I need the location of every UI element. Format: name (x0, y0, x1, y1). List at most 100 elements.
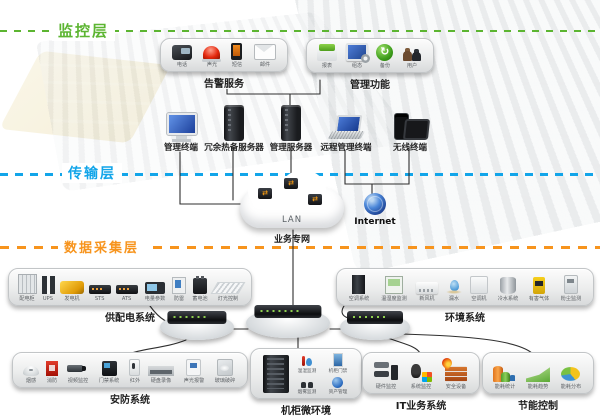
energy-control-group: 能耗统计能耗趋势能耗分布 节能控制 (482, 352, 594, 412)
collection-layer-line (0, 246, 600, 249)
switch-icon (308, 194, 322, 205)
item-label: UPS (43, 295, 54, 302)
item-label: 能耗统计 (495, 383, 516, 390)
device-item: 冷水系统 (496, 277, 520, 302)
item-label: 管理服务器 (269, 142, 313, 153)
cabinet-body: 温湿监测机柜门禁烟雾监测资产管理 (263, 353, 348, 395)
security-system-group: 烟感消防视频监控门禁系统红外硬盘录像声光报警玻璃破碎 安防系统 (12, 352, 248, 406)
item-label: 发电机 (64, 295, 80, 302)
item-label: 组态 (351, 62, 362, 69)
item-label: 冷水系统 (497, 295, 518, 302)
device-item: 报表 (317, 44, 338, 69)
item-label: 机柜门禁 (328, 368, 347, 374)
management-terminal-device: 管理终端 (150, 110, 212, 152)
data-collector (340, 311, 410, 340)
device-item: 电量参数 (143, 282, 167, 302)
cabinet-mini-grid: 温湿监测机柜门禁烟雾监测资产管理 (296, 353, 348, 395)
ups-icon (41, 276, 55, 294)
device-item: 视频监控 (66, 362, 90, 384)
item-label: 备份 (379, 62, 390, 69)
management-function-platform: 报表组态备份用户 (306, 38, 434, 73)
ac-unit-icon (469, 276, 488, 294)
item-label: 短信 (231, 61, 242, 68)
internet-globe-icon (364, 193, 386, 215)
item-label: 有害气体 (529, 295, 550, 302)
users-icon (402, 45, 423, 61)
config-icon (345, 43, 370, 63)
water-leak-icon (446, 280, 463, 294)
device-item: 新风机 (416, 282, 439, 302)
item-label: 声光报警 (183, 377, 204, 384)
collector-device-icon (167, 311, 227, 324)
mobile-icon (391, 112, 429, 141)
device-item: 能耗分布 (559, 366, 583, 390)
security-system-caption: 安防系统 (110, 395, 150, 406)
device-item: 有害气体 (527, 277, 551, 302)
lan-label: LAN (282, 215, 303, 225)
battery-icon (193, 276, 208, 294)
item-label: 红外 (129, 377, 140, 384)
energy-control-platform: 能耗统计能耗趋势能耗分布 (482, 352, 594, 394)
device-item: 短信 (231, 43, 243, 68)
item-label: 声光 (206, 61, 217, 68)
area-chart-icon (525, 367, 550, 382)
device-item: 消防 (46, 361, 59, 384)
device-item: 管理服务器 (269, 104, 313, 153)
item-label: 能耗分布 (560, 383, 581, 390)
item-label: 灯光控制 (218, 295, 239, 302)
item-label: 防雷 (174, 295, 185, 302)
item-label: 配电柜 (19, 295, 35, 302)
sts-icon (88, 285, 111, 294)
power-meter-icon (145, 282, 166, 294)
gas-detector-icon (533, 277, 546, 294)
transport-layer-label: 传输层 (62, 163, 122, 183)
item-label: 报表 (322, 62, 333, 69)
device-item: ATS (115, 285, 138, 302)
management-server-device: 管理服务器 (262, 104, 320, 153)
infrared-icon (129, 359, 141, 376)
item-label: 远程管理终端 (320, 142, 372, 153)
alarm-service-group: 电话声光短信邮件 告警服务 (160, 38, 288, 90)
device-item: 安全设备 (444, 366, 468, 390)
item-label: 电话 (177, 61, 188, 68)
hardware-icon (374, 362, 399, 382)
ac-cabinet-icon (352, 275, 366, 294)
generator-icon (59, 281, 84, 294)
device-item: 红外 (129, 359, 141, 384)
item-label: 视频监控 (67, 377, 88, 384)
item-label: 邮件 (259, 61, 270, 68)
device-item: 管理终端 (164, 111, 198, 153)
rack-icon (263, 355, 290, 393)
switch-icon (258, 188, 272, 199)
device-item: 蓄电池 (191, 276, 209, 302)
printer-icon (317, 44, 338, 61)
siren-icon (202, 46, 222, 62)
surge-icon (172, 277, 187, 294)
device-item: 能耗统计 (493, 364, 517, 390)
wireless-terminal-device: 无线终端 (378, 110, 442, 152)
device-item: 温湿度监测 (379, 276, 409, 302)
item-label: 蓄电池 (192, 295, 208, 302)
item-label: 粉尘监测 (560, 295, 582, 302)
item-label: 无线终端 (392, 142, 427, 153)
device-item: 邮件 (253, 44, 276, 68)
desktop-icon (164, 111, 198, 141)
power-system-caption: 供配电系统 (105, 313, 155, 324)
device-item: 粉尘监测 (559, 275, 583, 302)
internet-group: Internet (352, 193, 398, 227)
item-label: 电量参数 (144, 295, 166, 302)
item-label: 安全设备 (445, 383, 466, 390)
device-item: 资产管理 (327, 376, 349, 396)
device-item: 电话 (172, 45, 193, 68)
item-label: 空调系统 (348, 295, 370, 302)
security-system-platform: 烟感消防视频监控门禁系统红外硬盘录像声光报警玻璃破碎 (12, 352, 248, 388)
server-icon (223, 104, 244, 141)
cabinet-microenvironment-group: 温湿监测机柜门禁烟雾监测资产管理 机柜微环境 (250, 348, 362, 417)
device-item: 声光 (202, 46, 222, 68)
dust-monitor-icon (564, 275, 579, 294)
phone-icon (172, 45, 193, 60)
th-monitor-icon (384, 276, 403, 294)
door-mini-icon (332, 353, 343, 367)
